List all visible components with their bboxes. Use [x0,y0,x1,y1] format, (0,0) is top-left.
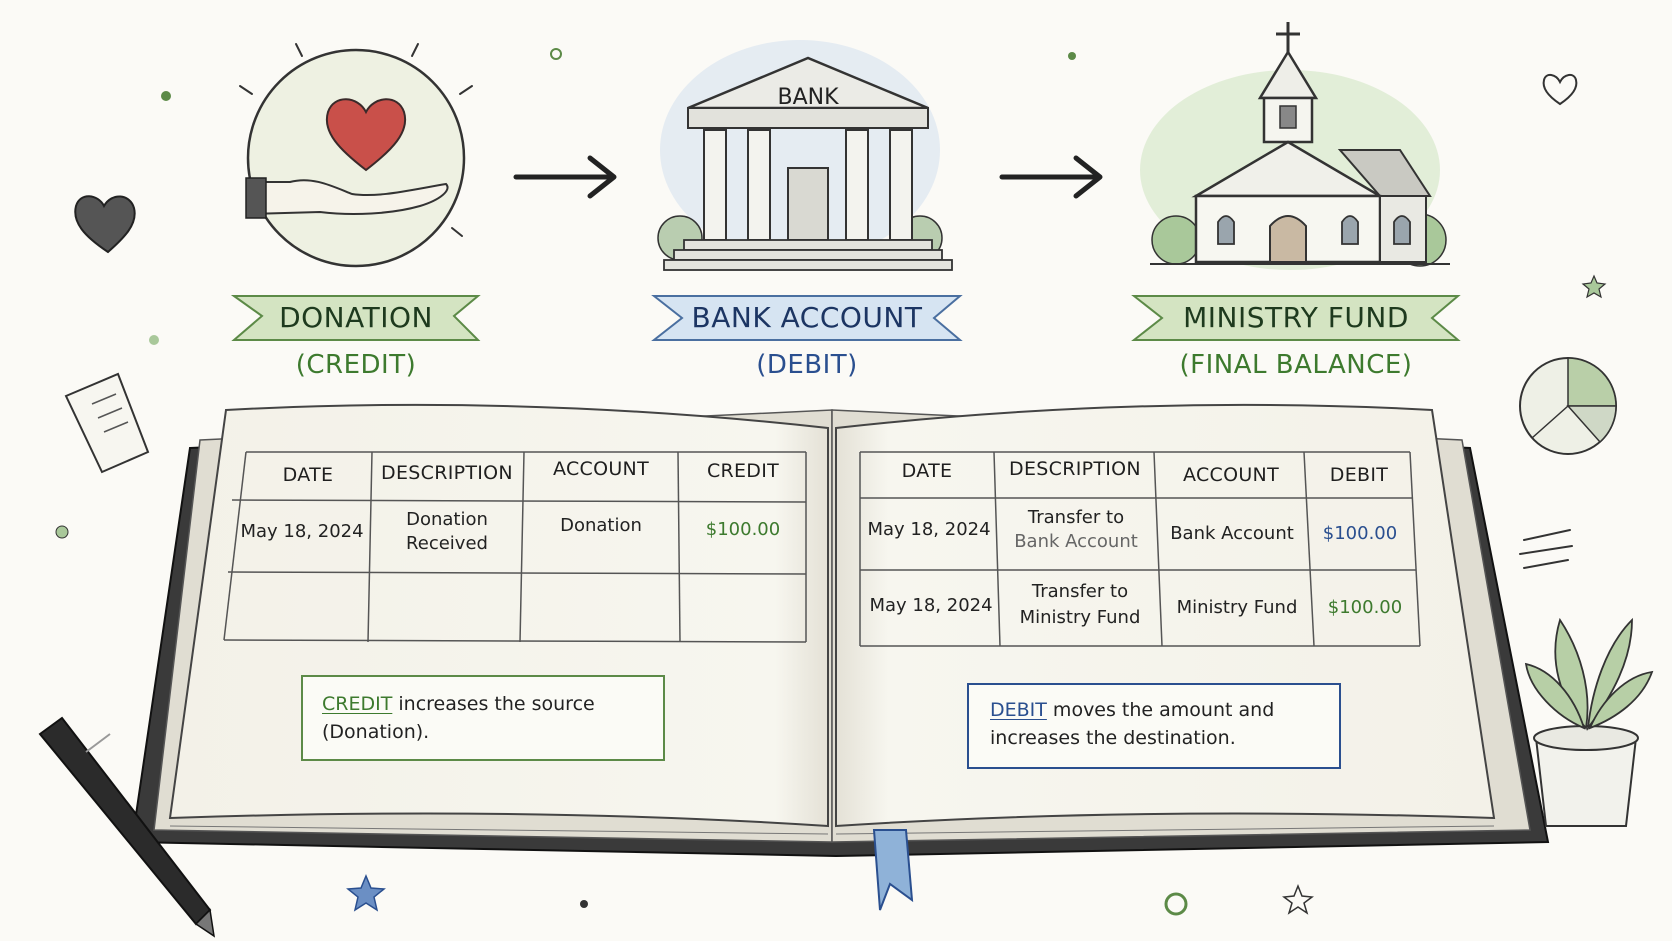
left-header-date: DATE [282,464,334,486]
debit-note: DEBIT moves the amount and [990,696,1274,724]
bank-sign: BANK [777,85,839,110]
debit-keyword: DEBIT [990,699,1047,721]
church-icon [1140,22,1450,270]
bank-building-icon [657,40,953,271]
credit-note-box [301,675,665,761]
left-ledger-table [223,451,807,643]
credit-note-line1: increases the source [392,693,595,715]
left-row-description-1: Donation [406,509,488,530]
arrow-right-icon [999,155,1103,199]
right-header-account: ACCOUNT [1183,464,1279,486]
pie-chart-icon [1519,357,1617,455]
heart-icon [1542,74,1578,106]
right-row1-description-2: Bank Account [1014,531,1138,552]
bank-account-subtitle: (DEBIT) [756,350,858,380]
donation-subtitle: (CREDIT) [295,350,417,380]
right-ledger-table [859,451,1421,647]
right-header-description: DESCRIPTION [1009,458,1141,480]
hand-heart-icon [239,43,473,268]
debit-note-line1: moves the amount and [1046,699,1275,721]
right-row2-date: May 18, 2024 [869,595,993,616]
right-row1-description-1: Transfer to [1027,507,1125,528]
debit-note-box [967,683,1341,769]
receipt-icon [64,372,150,474]
right-row2-account: Ministry Fund [1176,597,1298,618]
debit-note-line2: increases the destination. [990,727,1236,749]
star-icon [1282,883,1314,915]
ministry-fund-subtitle: (FINAL BALANCE) [1179,350,1413,380]
left-header-credit: CREDIT [706,460,780,482]
left-row-account: Donation [560,515,642,536]
right-row1-account: Bank Account [1170,523,1294,544]
credit-note-line2: (Donation). [322,721,430,743]
ministry-fund-banner [1131,295,1461,341]
ministry-fund-title: MINISTRY FUND [1183,301,1409,334]
bank-account-banner [651,295,963,341]
pen-icon [38,716,216,938]
arrow-right-icon [513,155,617,199]
donation-banner [230,295,481,341]
right-row1-date: May 18, 2024 [867,519,991,540]
right-row1-debit-amount: $100.00 [1322,523,1398,544]
star-icon [346,874,386,912]
right-header-debit: DEBIT [1329,464,1389,486]
right-header-date: DATE [901,460,953,482]
left-row-credit-amount: $100.00 [705,519,781,540]
left-row-description-2: Received [406,533,488,554]
donation-title: DONATION [279,301,433,334]
left-header-account: ACCOUNT [553,458,649,480]
bank-account-title: BANK ACCOUNT [691,301,923,334]
right-row2-debit-amount: $100.00 [1327,597,1403,618]
credit-keyword: CREDIT [322,693,393,715]
right-row2-description-2: Ministry Fund [1019,607,1141,628]
credit-note: CREDIT increases the source [322,690,595,718]
right-row2-description-1: Transfer to [1031,581,1129,602]
left-row-date: May 18, 2024 [240,521,364,542]
heart-icon [74,195,136,254]
plant-icon [1524,617,1654,827]
star-icon [1581,274,1607,299]
left-header-description: DESCRIPTION [381,462,513,484]
bookmark-ribbon-icon [872,829,914,911]
